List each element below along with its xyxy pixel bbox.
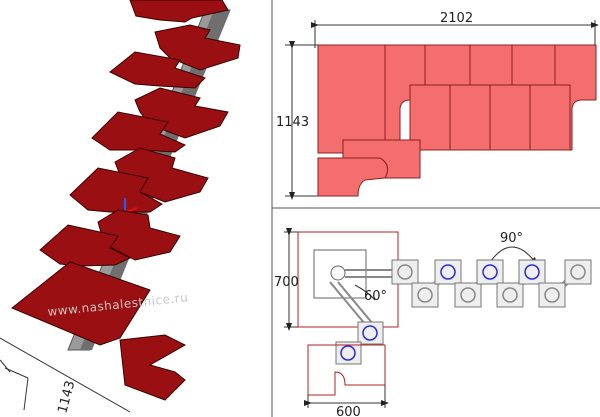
plan-height-label: 1143	[276, 115, 309, 130]
plan-view: 2102 1143	[276, 11, 599, 200]
angle-90-label: 90°	[500, 231, 523, 246]
module-nodes	[391, 259, 592, 308]
module-plate	[476, 259, 504, 285]
step-2	[154, 24, 241, 71]
module-post	[570, 264, 586, 280]
frame-height-label: 700	[274, 275, 299, 290]
plan-step-2b	[409, 84, 451, 151]
module-plate	[518, 259, 546, 285]
plan-width-label: 2102	[440, 11, 473, 26]
module-post	[524, 264, 540, 280]
step-11	[119, 334, 187, 401]
plan-step-4b	[489, 84, 531, 151]
module-post	[397, 264, 413, 280]
module-post	[502, 287, 518, 303]
module-plate	[454, 282, 482, 308]
frame-view: 700 60° 90° 600	[274, 228, 592, 417]
left-dimension: 1143	[0, 337, 131, 415]
module-plate	[496, 282, 524, 308]
bottom-step-outline	[307, 344, 386, 396]
angle-60-label: 60°	[364, 289, 387, 304]
module-post	[440, 264, 456, 280]
landing-outline	[297, 231, 399, 328]
module-post	[544, 287, 560, 303]
step-3	[109, 51, 206, 89]
module-post	[460, 287, 476, 303]
step-10-landing	[11, 261, 151, 346]
plan-step-8	[317, 157, 389, 197]
module-plate	[538, 282, 566, 308]
isometric-view: www.nashalestnice.ru 1143	[0, 0, 241, 415]
step-7	[69, 167, 163, 213]
module-post	[417, 287, 433, 303]
module-plate	[434, 259, 462, 285]
module-plate	[391, 259, 419, 285]
landing-post	[330, 265, 346, 281]
landing-plate	[313, 249, 367, 299]
module-post	[482, 264, 498, 280]
plan-step-3b	[449, 84, 491, 151]
plan-step-5b	[529, 84, 571, 151]
step-5	[91, 111, 187, 153]
step-1	[129, 0, 229, 23]
module-plate	[411, 282, 439, 308]
left-dim-label: 1143	[55, 379, 78, 415]
frame-width-label: 600	[336, 405, 361, 417]
module-plate	[564, 259, 592, 285]
